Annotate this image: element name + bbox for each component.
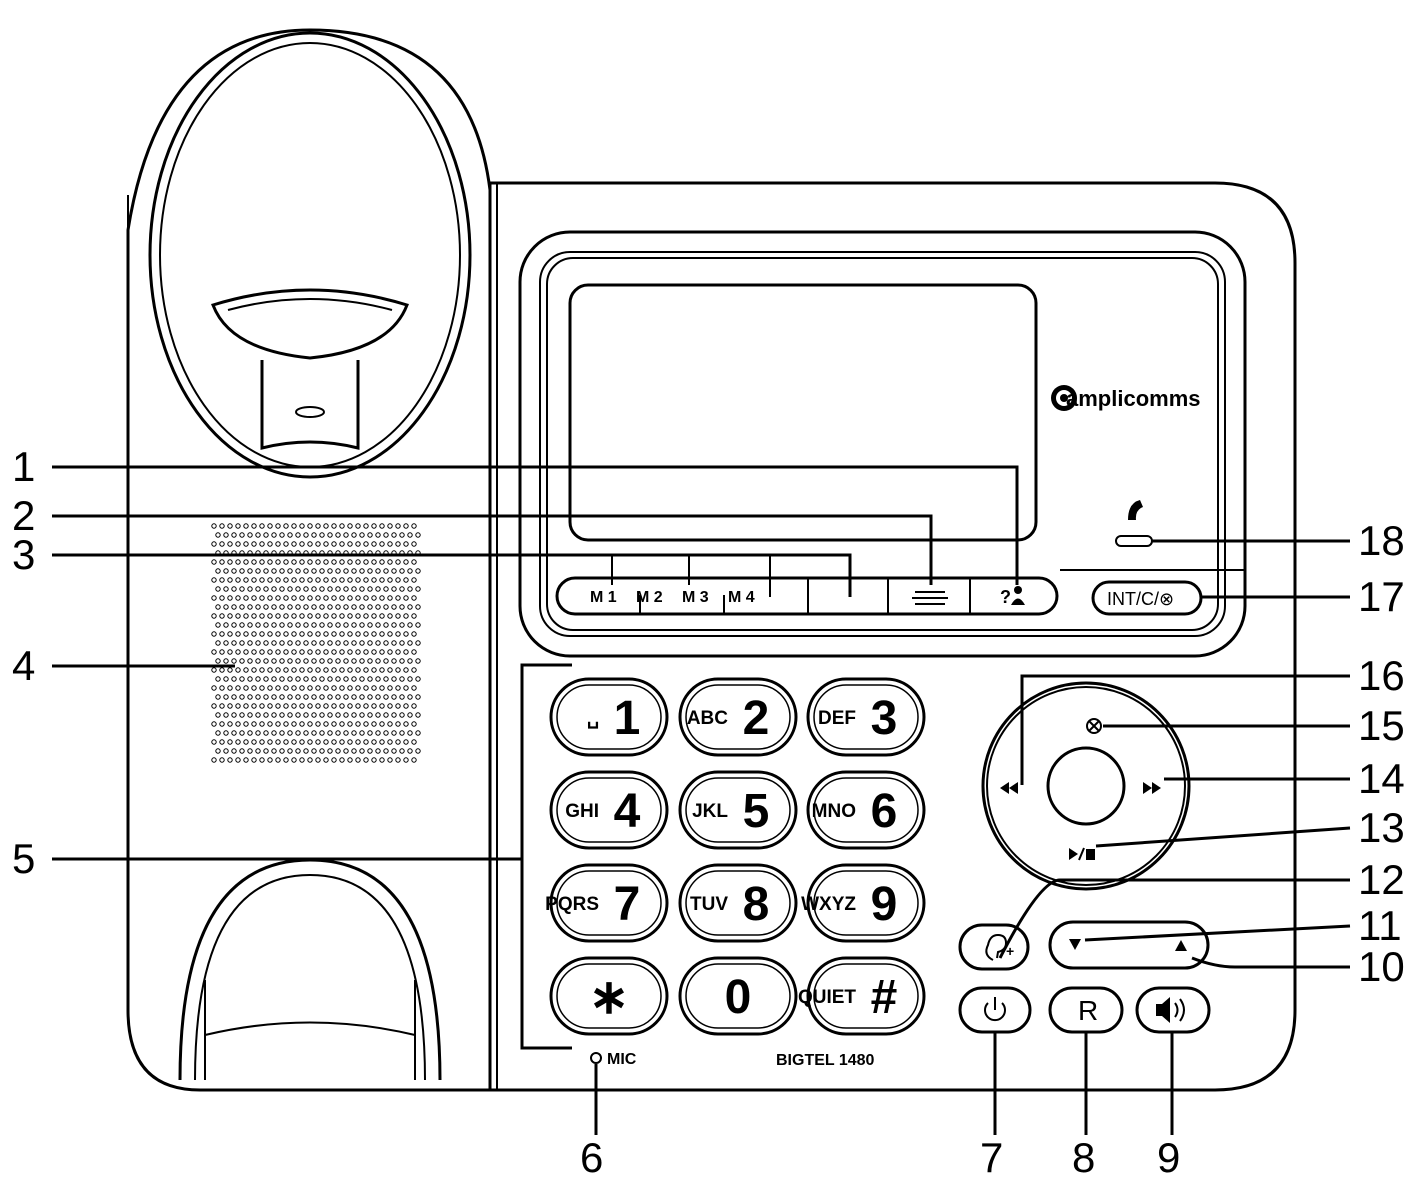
rewind-icon[interactable]: [1000, 782, 1018, 794]
soft-key-strip: M 1 M 2 M 3 M 4 ?: [555, 576, 1059, 616]
callout-8: 8: [1072, 1134, 1095, 1181]
callout-6: 6: [580, 1134, 603, 1181]
microphone-icon: [590, 1052, 602, 1064]
keypad-key-10[interactable]: ∗: [549, 956, 669, 1036]
memory-key-m1[interactable]: M 1: [590, 589, 617, 606]
key-letters: ABC: [687, 708, 728, 729]
fast-forward-icon[interactable]: [1143, 782, 1161, 794]
phonebook-key-icon[interactable]: ?: [1000, 586, 1025, 607]
memory-key-m3[interactable]: M 3: [682, 589, 709, 606]
keypad-key-11[interactable]: 0: [678, 956, 798, 1036]
callout-7: 7: [980, 1134, 1003, 1181]
key-digit: 5: [743, 785, 770, 838]
speaker-icon: [1156, 997, 1170, 1023]
r-button[interactable]: R: [1048, 986, 1124, 1034]
callout-2: 2: [12, 492, 35, 539]
callout-9: 9: [1157, 1134, 1180, 1181]
volume-down-icon[interactable]: [1069, 939, 1081, 950]
key-letters: TUV: [690, 894, 728, 915]
key-digit: 1: [614, 692, 641, 745]
callout-4: 4: [12, 642, 35, 689]
key-digit: #: [871, 971, 898, 1024]
callout-11: 11: [1358, 902, 1402, 949]
key-digit: 6: [871, 785, 898, 838]
callout-1: 1: [12, 443, 35, 490]
keypad-key-7[interactable]: 7 PQRS: [545, 863, 669, 943]
key-letters: WXYZ: [801, 894, 856, 915]
menu-key-icon[interactable]: [912, 591, 948, 605]
key-digit: 3: [871, 692, 898, 745]
ok-button[interactable]: [1046, 746, 1126, 826]
callout-5: 5: [12, 835, 35, 882]
keypad-key-4[interactable]: 4 GHI: [549, 770, 669, 850]
key-digit: 2: [743, 692, 770, 745]
key-letters: GHI: [565, 801, 599, 822]
keypad-key-9[interactable]: 9 WXYZ: [801, 863, 926, 943]
play-stop-icon[interactable]: [1069, 847, 1095, 861]
handset-ring-icon: [1128, 500, 1143, 520]
speakerphone-button[interactable]: [1135, 986, 1211, 1034]
model-label: BIGTEL 1480: [776, 1052, 875, 1069]
lcd-screen: [568, 283, 1038, 542]
callout-13: 13: [1358, 804, 1405, 851]
callout-17: 17: [1358, 573, 1405, 620]
int-key-label: INT/C/⊗: [1107, 589, 1174, 609]
key-letters: MNO: [812, 801, 856, 822]
key-letters: PQRS: [545, 894, 599, 915]
navigation-ring: [981, 681, 1191, 891]
volume-rocker[interactable]: [1048, 920, 1210, 970]
keypad-key-1[interactable]: 1␣: [549, 677, 669, 757]
keypad-key-5[interactable]: 5 JKL: [678, 770, 798, 850]
key-letters: ␣: [587, 708, 599, 729]
ring-indicator: [1115, 500, 1153, 547]
key-letters: JKL: [692, 801, 728, 822]
power-button[interactable]: [958, 986, 1032, 1034]
leader-lines: [52, 465, 1351, 1135]
keypad-key-3[interactable]: 3 DEF: [806, 677, 926, 757]
callout-3: 3: [12, 531, 35, 578]
r-key-label: R: [1078, 995, 1098, 1026]
keypad-key-12[interactable]: # QUIET: [798, 956, 926, 1036]
callout-10: 10: [1358, 943, 1405, 990]
svg-text:?: ?: [1000, 587, 1011, 607]
key-digit: 9: [871, 878, 898, 931]
volume-up-icon[interactable]: [1175, 940, 1187, 951]
delete-icon[interactable]: [1086, 718, 1102, 734]
brand-logo: amplicomms: [1051, 385, 1201, 411]
callout-15: 15: [1358, 702, 1405, 749]
key-letters: DEF: [818, 708, 856, 729]
int-key[interactable]: INT/C/⊗: [1091, 580, 1203, 616]
memory-key-m4[interactable]: M 4: [728, 589, 755, 606]
callout-numbers: 1 2 3 4 5 6 7 8 9 10 11 12 13 14 15 16 1…: [12, 443, 1405, 1181]
key-digit: ∗: [589, 971, 629, 1024]
key-letters: QUIET: [798, 987, 856, 1008]
ring-led: [1115, 535, 1153, 547]
callout-12: 12: [1358, 856, 1405, 903]
keypad-key-8[interactable]: 8 TUV: [678, 863, 798, 943]
key-digit: 0: [725, 971, 752, 1024]
hearing-boost-button[interactable]: +: [958, 923, 1030, 971]
callout-16: 16: [1358, 652, 1405, 699]
key-digit: 4: [614, 785, 641, 838]
callout-14: 14: [1358, 755, 1405, 802]
plus-icon: +: [1006, 943, 1014, 959]
key-digit: 7: [614, 878, 641, 931]
speaker-grille: [211, 523, 421, 763]
callout-18: 18: [1358, 517, 1405, 564]
display-panel: [518, 230, 1247, 658]
key-digit: 8: [743, 878, 770, 931]
keypad-key-2[interactable]: 2 ABC: [678, 677, 798, 757]
keypad-key-6[interactable]: 6 MNO: [806, 770, 926, 850]
mic-label: MIC: [607, 1051, 637, 1068]
logo-text: amplicomms: [1066, 386, 1201, 411]
memory-key-m2[interactable]: M 2: [636, 589, 663, 606]
